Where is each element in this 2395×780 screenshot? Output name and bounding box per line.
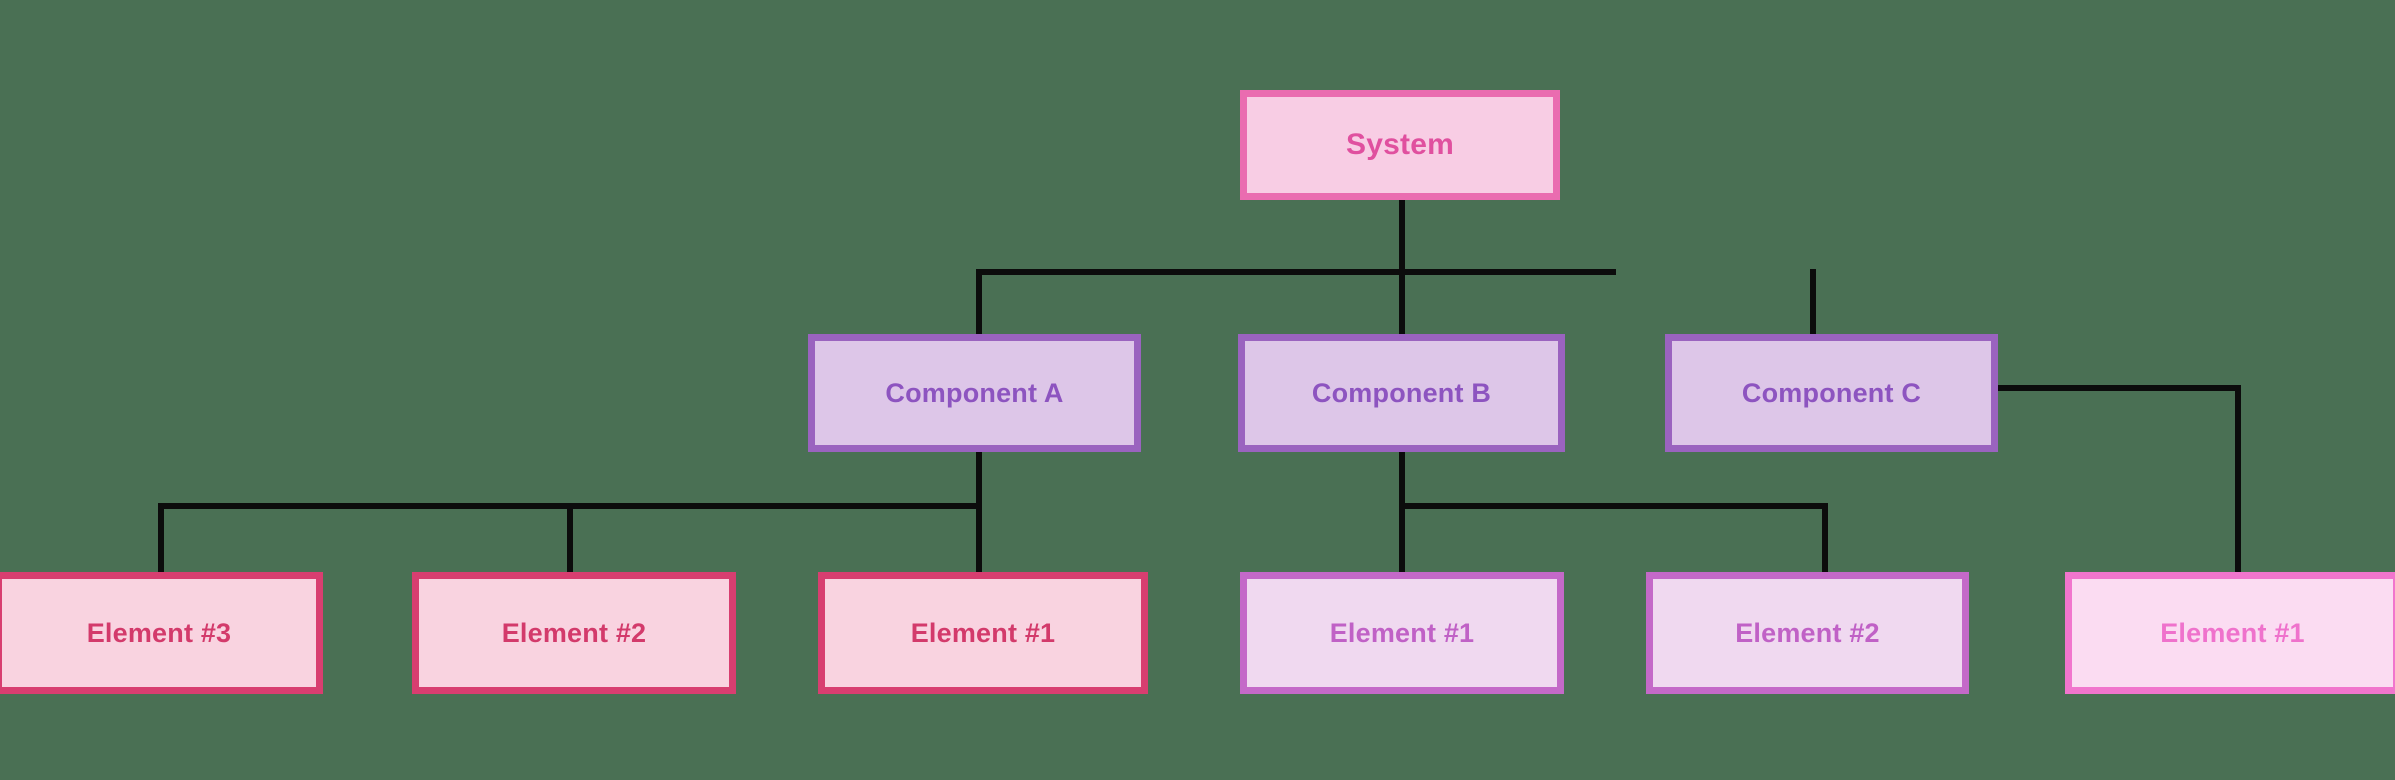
edge-to-element-a3: [158, 503, 164, 572]
node-component-a-label: Component A: [885, 377, 1064, 408]
edge-system-drop: [1399, 200, 1405, 275]
node-element-c1-label: Element #1: [2160, 617, 2305, 648]
node-component-a[interactable]: Component A: [808, 334, 1141, 452]
node-element-a3-label: Element #3: [86, 617, 232, 648]
node-component-b-label: Component B: [1311, 377, 1492, 408]
node-system[interactable]: System: [1240, 90, 1560, 200]
edge-to-element-c1: [2235, 385, 2241, 572]
edge-to-component-b: [1399, 269, 1405, 337]
node-element-b2-label: Element #2: [1735, 617, 1880, 648]
edge-to-element-a2: [567, 503, 573, 572]
edge-to-component-c: [1810, 269, 1816, 337]
node-element-b1[interactable]: Element #1: [1240, 572, 1564, 694]
edge-to-component-a: [976, 269, 982, 337]
node-system-label: System: [1346, 128, 1454, 161]
node-element-a2-label: Element #2: [501, 617, 647, 648]
node-component-b[interactable]: Component B: [1238, 334, 1565, 452]
node-element-a2[interactable]: Element #2: [412, 572, 736, 694]
node-component-c[interactable]: Component C: [1665, 334, 1998, 452]
edge-component-c-bus: [1998, 385, 2241, 391]
edge-component-b-drop: [1399, 452, 1405, 572]
node-component-c-label: Component C: [1741, 377, 1922, 408]
node-element-c1[interactable]: Element #1: [2065, 572, 2395, 694]
node-element-a3[interactable]: Element #3: [0, 572, 323, 694]
edge-component-b-bus: [1399, 503, 1828, 509]
node-element-b1-label: Element #1: [1329, 617, 1475, 648]
edge-component-a-drop: [976, 452, 982, 572]
edge-to-element-b2: [1822, 503, 1828, 572]
node-element-b2[interactable]: Element #2: [1646, 572, 1969, 694]
node-element-a1[interactable]: Element #1: [818, 572, 1148, 694]
edge-system-bus: [976, 269, 1616, 275]
node-element-a1-label: Element #1: [910, 617, 1056, 648]
